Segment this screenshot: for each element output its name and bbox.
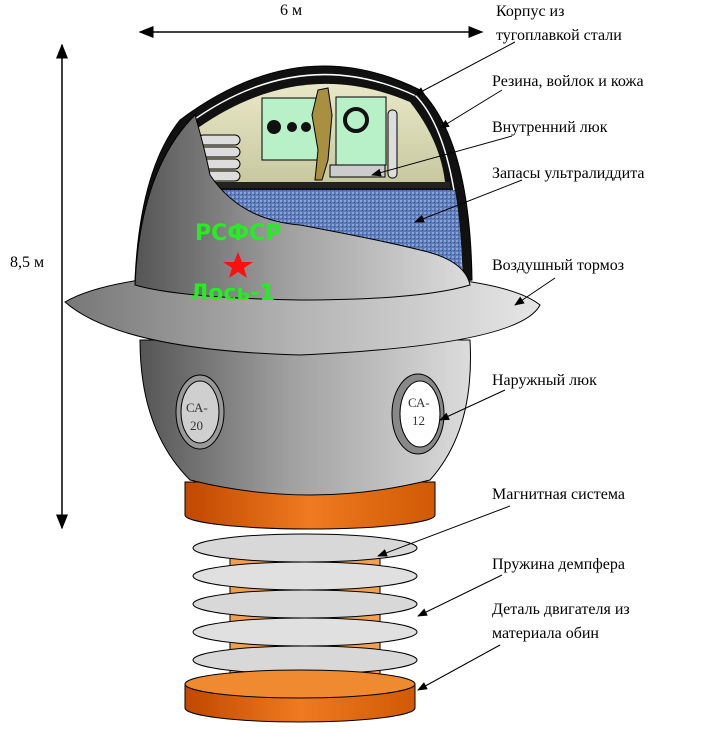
label-inner-hatch: Внутренний люк — [492, 119, 608, 136]
control-panels — [197, 87, 398, 182]
porthole-ca-20: СА- 20 — [175, 374, 225, 450]
porthole-label: СА- — [408, 395, 430, 410]
label-hull-line1: Корпус из — [496, 3, 564, 20]
red-star-icon — [223, 252, 253, 278]
emblem-rsfsr: РСФСР — [195, 221, 281, 246]
label-magnetic-system: Магнитная система — [492, 486, 625, 503]
damper-spring — [192, 533, 418, 681]
width-dimension-label: 6 м — [280, 2, 302, 19]
label-hull-line2: тугоплавкой стали — [496, 27, 622, 44]
label-outer-hatch: Наружный люк — [492, 372, 597, 389]
label-engine-part-line1: Деталь двигателя из — [492, 601, 630, 618]
cosmonaut-figure — [311, 87, 333, 181]
lower-hull — [139, 339, 471, 496]
label-ultraliddite: Запасы ультралиддита — [492, 165, 645, 182]
label-air-brake: Воздушный тормоз — [492, 257, 624, 274]
label-rubber-felt-leather: Резина, войлок и кожа — [492, 73, 644, 90]
height-dimension-label: 8,5 м — [10, 254, 44, 271]
outer-hull — [134, 114, 471, 301]
inner-hatch — [329, 164, 386, 178]
outer-hatch-ca-12: СА- 12 — [391, 373, 445, 455]
magnetic-system — [184, 481, 436, 530]
engine-part-obin — [184, 669, 416, 723]
label-damper-spring: Пружина демпфера — [492, 556, 625, 573]
label-engine-part-line2: материала обин — [492, 625, 599, 642]
emblem-los-1: Лось-1 — [190, 281, 275, 306]
porthole-label: СА- — [186, 400, 208, 415]
callouts — [371, 41, 556, 691]
porthole-label: 12 — [412, 413, 425, 428]
porthole-label: 20 — [190, 418, 203, 433]
